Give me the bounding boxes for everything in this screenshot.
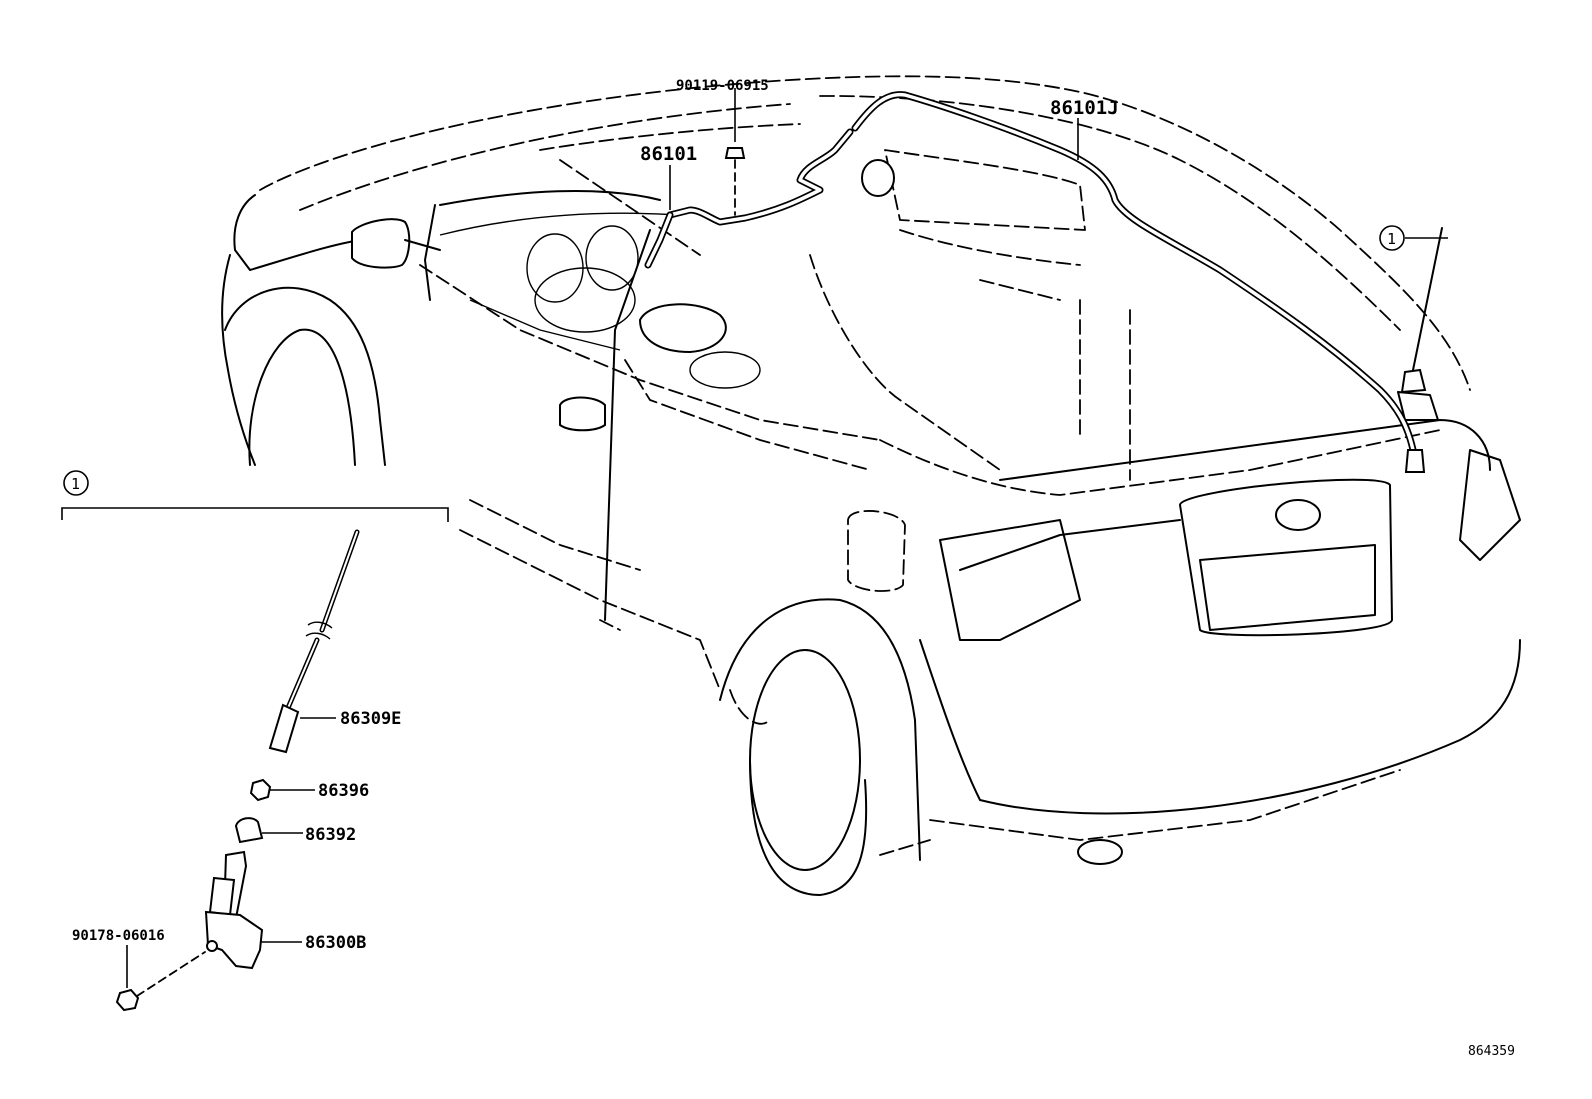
rear-tyre-outer	[749, 759, 868, 896]
speaker-grommet	[861, 159, 895, 197]
car-outline	[221, 75, 1521, 896]
cabin-rear-line	[979, 279, 1131, 481]
drawing-number: 864359	[1468, 1044, 1515, 1059]
cord-connector	[1404, 449, 1426, 473]
label-nut-86396: 86396	[318, 781, 369, 801]
pad-86392-icon	[234, 817, 264, 844]
detail-bracket	[61, 470, 449, 522]
emblem	[1275, 499, 1321, 531]
label-nut-90178-06016: 90178-06016	[72, 928, 165, 944]
rear-door-line	[624, 359, 871, 471]
nut-90178-06016-icon	[115, 988, 140, 1012]
label-cord-86101: 86101	[640, 143, 697, 165]
ref-circle-main	[1379, 225, 1405, 251]
rear-seat-back	[884, 149, 1086, 231]
rear-window-outline	[879, 429, 1441, 496]
leaders-main	[669, 118, 1448, 251]
antenna-base-installed	[1400, 368, 1427, 394]
license-plate	[1199, 544, 1376, 631]
label-cord-86101j: 86101J	[1050, 97, 1119, 119]
antenna-cord-routing	[644, 91, 1426, 473]
dashboard-line	[439, 212, 681, 351]
exhaust-tip	[1077, 839, 1123, 865]
rear-seat-lower	[899, 229, 1081, 266]
front-seat	[638, 303, 727, 354]
ref-number-detail: 1	[71, 475, 80, 493]
exploded-antenna-parts	[115, 529, 360, 1012]
antenna-stud-icon	[206, 940, 218, 952]
rod-break-mark	[305, 621, 333, 640]
tail-light-right	[1459, 449, 1521, 561]
nut-86396-icon	[249, 778, 272, 802]
front-hood	[233, 194, 361, 271]
bolt-head-icon	[724, 147, 746, 159]
roof-outline	[259, 75, 1471, 391]
antenna-body-installed	[1397, 391, 1439, 421]
label-antenna-assy-86300b: 86300B	[305, 933, 366, 953]
front-door-window	[419, 264, 881, 441]
license-plate-recess	[1179, 478, 1393, 637]
seat-base	[689, 351, 761, 389]
mirror-stem	[404, 239, 441, 251]
bumper-lower-line	[929, 769, 1401, 841]
side-mirror	[351, 218, 411, 269]
ref-number-main: 1	[1387, 230, 1396, 248]
label-rod-86309e: 86309E	[340, 709, 401, 729]
tailgate-top	[999, 419, 1491, 481]
antenna-rod-installed	[1411, 227, 1443, 376]
part-labels: 90119-06915 86101 86101J 1 1 86309E 8639…	[71, 78, 1515, 1059]
front-fender	[221, 254, 256, 466]
rear-bumper	[919, 639, 1521, 815]
bolt-90119-06915	[724, 88, 746, 216]
tailgate-lower	[959, 519, 1181, 571]
ref-circle-detail	[63, 470, 89, 496]
label-pad-86392: 86392	[305, 825, 356, 845]
front-wheel-arch	[224, 286, 386, 466]
door-handle	[559, 396, 606, 432]
rear-underbody	[729, 689, 931, 856]
rear-tyre	[749, 649, 861, 871]
fuel-lid	[847, 510, 906, 592]
rod-base-icon	[268, 703, 300, 754]
label-bolt-90119-06915: 90119-06915	[676, 78, 769, 94]
cord-86101j	[851, 91, 1419, 464]
steering-wheel	[534, 267, 636, 333]
b-pillar	[604, 229, 651, 621]
rear-wheel-arch	[719, 598, 921, 861]
door-lower-line	[469, 499, 641, 631]
a-pillar	[424, 189, 661, 301]
tail-light-left	[939, 519, 1081, 641]
instrument-cluster-right	[585, 225, 639, 291]
front-tyre	[248, 328, 356, 466]
sill-line	[459, 529, 721, 691]
windshield-line	[539, 123, 801, 256]
c-pillar	[809, 254, 1001, 471]
roof-inner-line	[299, 95, 1401, 331]
